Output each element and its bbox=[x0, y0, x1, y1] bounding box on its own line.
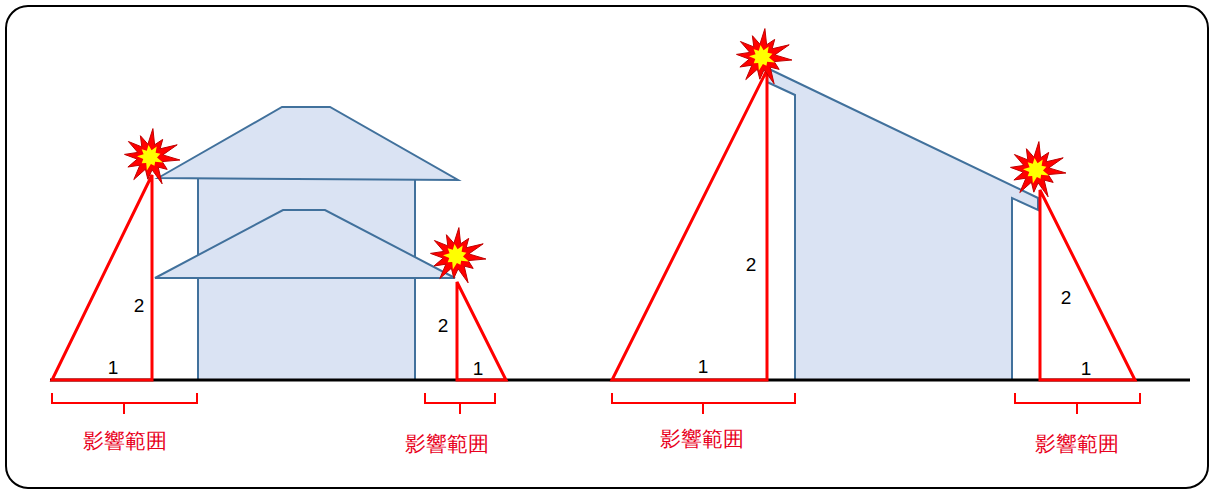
explosion-core bbox=[1023, 158, 1049, 183]
range-bracket bbox=[52, 393, 197, 414]
height-ratio: 2 bbox=[1061, 288, 1072, 309]
lower-roof bbox=[155, 210, 455, 278]
upper-roof bbox=[158, 107, 458, 180]
explosion-core bbox=[749, 45, 775, 70]
sloped-building bbox=[767, 68, 1038, 380]
base-ratio: 1 bbox=[108, 358, 119, 379]
range-triangle bbox=[52, 175, 152, 380]
range-triangle bbox=[1040, 190, 1135, 380]
explosion-symbol bbox=[125, 129, 180, 184]
explosion-core bbox=[443, 244, 469, 269]
frame bbox=[6, 6, 1208, 488]
base-ratio: 1 bbox=[698, 357, 709, 378]
height-ratio: 2 bbox=[134, 296, 145, 317]
explosion-core bbox=[137, 145, 163, 170]
explosion-symbol bbox=[737, 29, 792, 84]
base-ratio: 1 bbox=[473, 359, 484, 380]
range-triangle bbox=[457, 282, 506, 380]
range-triangle bbox=[612, 70, 767, 380]
height-ratio: 2 bbox=[746, 255, 757, 276]
range-bracket bbox=[425, 393, 495, 414]
range-label: 影響範囲 bbox=[1035, 433, 1119, 456]
explosion-symbol bbox=[431, 228, 486, 283]
range-label: 影響範囲 bbox=[83, 430, 167, 453]
base-ratio: 1 bbox=[1081, 359, 1092, 380]
explosion-symbol bbox=[1011, 142, 1066, 197]
range-label: 影響範囲 bbox=[405, 433, 489, 456]
range-bracket bbox=[1015, 393, 1140, 414]
range-label: 影響範囲 bbox=[660, 428, 744, 451]
height-ratio: 2 bbox=[438, 316, 449, 337]
range-bracket bbox=[612, 393, 795, 414]
